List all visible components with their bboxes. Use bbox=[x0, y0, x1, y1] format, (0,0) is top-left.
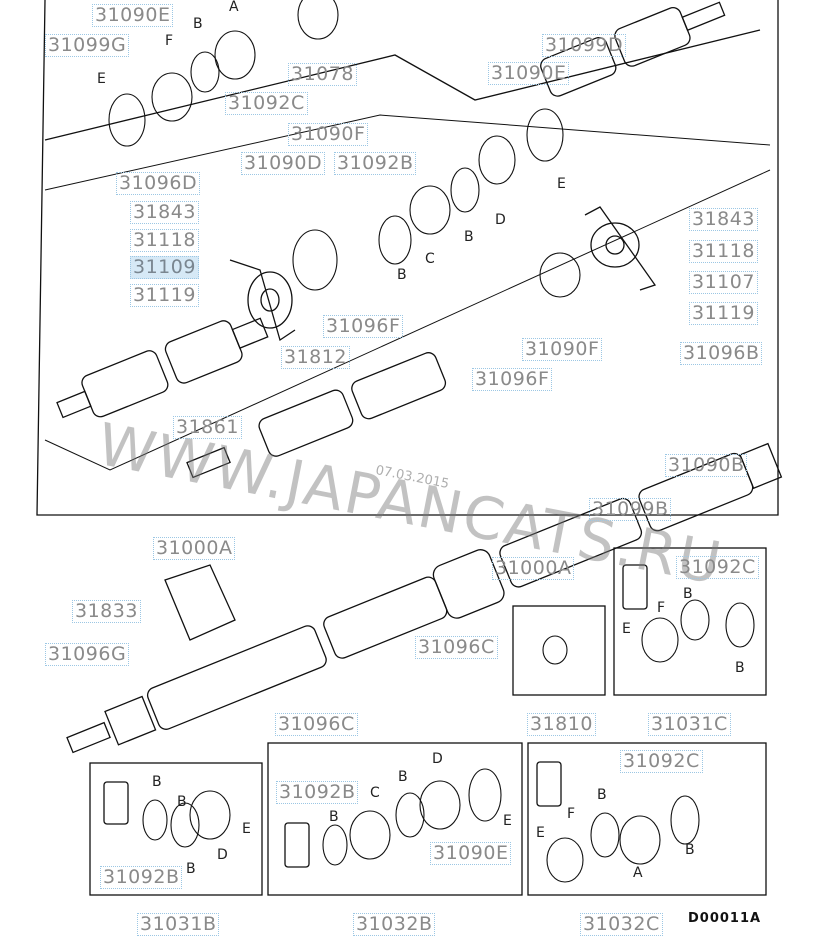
component-letter: B bbox=[683, 586, 693, 602]
kit-box-31810 bbox=[512, 605, 606, 696]
part-label[interactable]: 31096C bbox=[275, 713, 358, 736]
part-label[interactable]: 31099B bbox=[589, 498, 672, 521]
component-letter: D bbox=[495, 212, 506, 228]
grease-tube bbox=[284, 822, 310, 868]
component-letter: E bbox=[97, 71, 106, 87]
part-label[interactable]: 31092B bbox=[100, 866, 183, 889]
part-label[interactable]: 31032C bbox=[580, 913, 663, 936]
part-label[interactable]: 31099D bbox=[542, 34, 627, 57]
part-label[interactable]: 31107 bbox=[689, 271, 758, 294]
component-letter: B bbox=[398, 769, 408, 785]
part-label[interactable]: 31092C bbox=[676, 556, 759, 579]
main-frame bbox=[36, 0, 779, 516]
kit-box-31031b bbox=[89, 762, 263, 896]
component-letter: F bbox=[657, 600, 666, 616]
kit-box-31031c bbox=[613, 547, 767, 696]
component-letter: C bbox=[425, 251, 435, 267]
center-bearing-right bbox=[584, 206, 657, 291]
part-label[interactable]: 31833 bbox=[72, 600, 141, 623]
kit-box-31032c bbox=[527, 742, 767, 896]
part-label-highlighted[interactable]: 31109 bbox=[130, 256, 199, 279]
component-letter: E bbox=[242, 821, 251, 837]
kit-box-31032b bbox=[267, 742, 523, 896]
component-letter: B bbox=[186, 861, 196, 877]
component-letter: B bbox=[177, 794, 187, 810]
part-label[interactable]: 31812 bbox=[281, 346, 350, 369]
part-label[interactable]: 31090F bbox=[522, 338, 603, 361]
part-label[interactable]: 31096F bbox=[323, 315, 404, 338]
part-label[interactable]: 31096D bbox=[116, 172, 201, 195]
part-label[interactable]: 31099G bbox=[45, 34, 130, 57]
part-label[interactable]: 31090E bbox=[430, 842, 512, 865]
part-label[interactable]: 31118 bbox=[689, 240, 758, 263]
component-letter: A bbox=[633, 865, 643, 881]
part-label[interactable]: 31096B bbox=[680, 342, 763, 365]
part-label[interactable]: 31000A bbox=[492, 557, 575, 580]
component-letter: B bbox=[597, 787, 607, 803]
section-divider bbox=[44, 29, 761, 141]
component-letter: D bbox=[217, 847, 228, 863]
component-letter: D bbox=[432, 751, 443, 767]
section-divider bbox=[44, 169, 771, 471]
component-letter: B bbox=[193, 16, 203, 32]
part-label[interactable]: 31096C bbox=[415, 636, 498, 659]
part-label[interactable]: 31119 bbox=[689, 302, 758, 325]
part-label[interactable]: 31861 bbox=[173, 416, 242, 439]
part-label[interactable]: 31810 bbox=[527, 713, 596, 736]
component-letter: F bbox=[567, 806, 576, 822]
part-label[interactable]: 31090E bbox=[92, 4, 174, 27]
component-letter: B bbox=[329, 809, 339, 825]
part-label[interactable]: 31090E bbox=[488, 62, 570, 85]
part-label[interactable]: 31119 bbox=[130, 284, 199, 307]
front-shaft bbox=[56, 317, 269, 419]
part-label[interactable]: 31843 bbox=[130, 201, 199, 224]
component-letter: E bbox=[503, 813, 512, 829]
component-letter: A bbox=[229, 0, 239, 15]
part-label[interactable]: 31090B bbox=[665, 454, 748, 477]
grease-tube bbox=[103, 781, 129, 825]
grease-tube bbox=[536, 761, 562, 807]
rear-shaft-upper bbox=[540, 1, 726, 97]
part-label[interactable]: 31078 bbox=[288, 63, 357, 86]
component-letter: B bbox=[397, 267, 407, 283]
part-label[interactable]: 31092B bbox=[276, 781, 359, 804]
component-letter: B bbox=[464, 229, 474, 245]
part-label[interactable]: 31090D bbox=[241, 152, 326, 175]
component-letter: E bbox=[557, 176, 566, 192]
component-letter: E bbox=[622, 621, 631, 637]
heat-shield bbox=[164, 564, 236, 641]
flange-parts bbox=[108, 0, 755, 883]
component-letter: E bbox=[536, 825, 545, 841]
component-letter: B bbox=[735, 660, 745, 676]
section-divider bbox=[44, 114, 771, 191]
part-label[interactable]: 31096F bbox=[472, 368, 553, 391]
center-bearing-assy bbox=[229, 259, 296, 342]
diagram-code: D00011A bbox=[688, 911, 762, 926]
part-label[interactable]: 31092C bbox=[620, 750, 703, 773]
part-label[interactable]: 31031B bbox=[137, 913, 220, 936]
grease-tube bbox=[622, 564, 648, 610]
part-label[interactable]: 31032B bbox=[353, 913, 436, 936]
part-label[interactable]: 31000A bbox=[153, 537, 236, 560]
component-letter: C bbox=[370, 785, 380, 801]
component-letter: B bbox=[685, 842, 695, 858]
middle-shaft bbox=[186, 352, 447, 479]
part-label[interactable]: 31090F bbox=[288, 123, 369, 146]
component-letter: B bbox=[152, 774, 162, 790]
part-label[interactable]: 31096G bbox=[45, 643, 130, 666]
part-label[interactable]: 31118 bbox=[130, 229, 199, 252]
component-letter: F bbox=[165, 33, 174, 49]
part-label[interactable]: 31031C bbox=[648, 713, 731, 736]
part-label[interactable]: 31092B bbox=[334, 152, 417, 175]
part-label[interactable]: 31843 bbox=[689, 208, 758, 231]
part-label[interactable]: 31092C bbox=[225, 92, 308, 115]
